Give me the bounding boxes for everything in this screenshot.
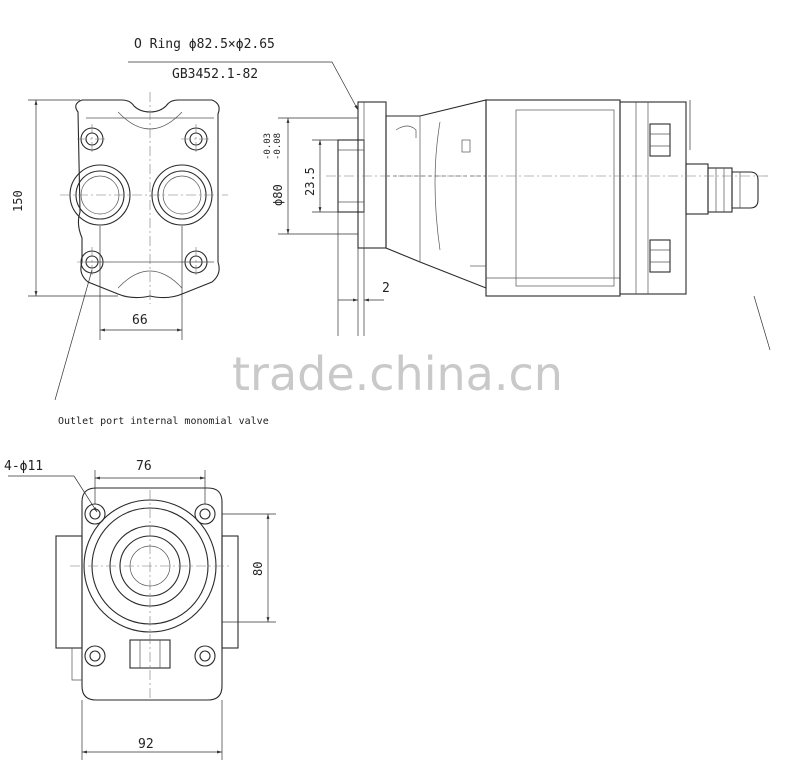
dim-phi80-tol-upper: -0.03 — [263, 133, 273, 160]
dim-80-label: 80 — [251, 562, 265, 576]
dim-76-label: 76 — [136, 459, 152, 474]
oring-label: O Ring ϕ82.5×ϕ2.65 — [134, 37, 275, 52]
dim-23-5-label: 23.5 — [303, 167, 317, 196]
dim-66-label: 66 — [132, 313, 148, 328]
side-view — [128, 61, 771, 351]
dim-phi80-tol-lower: -0.08 — [273, 133, 283, 160]
watermark: trade.china.cn — [232, 347, 563, 401]
standard-label: GB3452.1-82 — [172, 67, 258, 82]
dim-150-label: 150 — [11, 190, 25, 212]
outlet-note: Outlet port internal monomial valve — [58, 416, 269, 427]
dim-phi80-label: ϕ80 — [271, 184, 285, 206]
dim-2-label: 2 — [382, 281, 390, 296]
front-view — [28, 92, 228, 401]
dim-92-label: 92 — [138, 737, 154, 752]
end-view — [8, 470, 276, 760]
holes-label: 4-ϕ11 — [4, 459, 43, 474]
